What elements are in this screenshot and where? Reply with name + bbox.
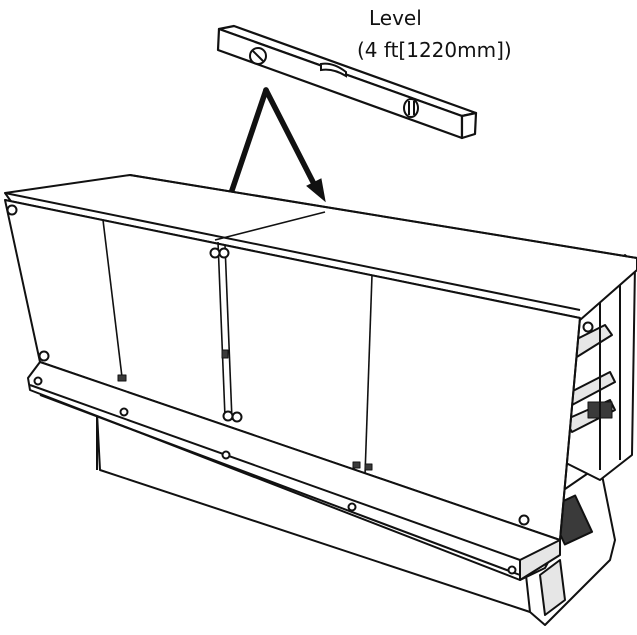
level-size-label: (4 ft[1220mm]) — [357, 38, 512, 62]
level-tool-icon — [216, 24, 478, 140]
level-label: Level — [369, 6, 422, 30]
air-handler-unit — [4, 174, 637, 626]
